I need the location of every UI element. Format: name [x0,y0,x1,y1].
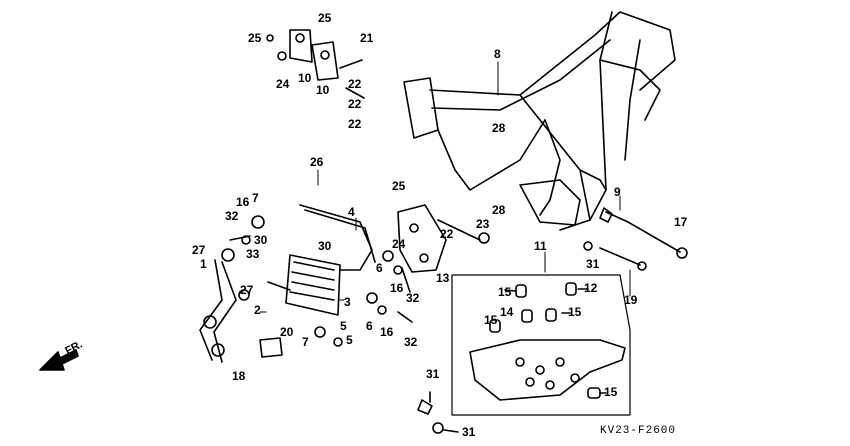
main-frame [403,11,676,231]
part-callout-11: 11 [534,239,547,253]
part-callout-20: 20 [280,325,294,339]
part-callout-9: 9 [614,185,621,199]
part-callout-16: 16 [236,195,250,209]
part-callout-14: 14 [500,305,514,319]
part-callout-3: 3 [344,295,351,309]
part-callout-22: 22 [348,117,362,131]
part-callout-22: 22 [348,97,362,111]
part-callout-13: 13 [436,271,450,285]
leader-lines [259,61,631,313]
part-callout-33: 33 [246,247,260,261]
part-callout-22: 22 [348,77,362,91]
part-callout-12: 12 [584,281,598,295]
part-callout-5: 5 [340,319,347,333]
part-callout-21: 21 [360,31,374,45]
part-callout-24: 24 [276,77,290,91]
part-callout-15: 15 [604,385,618,399]
part-callout-16: 16 [380,325,394,339]
part-callout-19: 19 [624,293,638,307]
part-callout-15: 15 [568,305,582,319]
part-callout-25: 25 [248,31,262,45]
engine-hangers [366,204,490,323]
part-callout-30: 30 [254,233,268,247]
part-callout-30: 30 [318,239,332,253]
part-callout-1: 1 [200,257,207,271]
part-callout-10: 10 [298,71,312,85]
part-callout-18: 18 [232,369,246,383]
oil-cooler-assembly [199,204,376,363]
part-callout-7: 7 [302,335,309,349]
part-callout-31: 31 [462,425,476,439]
part-callout-15: 15 [484,313,498,327]
part-callout-6: 6 [376,261,383,275]
part-callout-16: 16 [390,281,404,295]
part-callout-15: 15 [498,285,512,299]
front-direction-arrow [39,349,79,371]
part-callout-24: 24 [392,237,406,251]
part-callout-22: 22 [440,227,454,241]
part-callout-31: 31 [426,367,440,381]
part-callout-10: 10 [316,83,330,97]
part-callout-25: 25 [392,179,406,193]
part-callout-7: 7 [252,191,259,205]
part-callout-27: 27 [192,243,206,257]
part-callout-28: 28 [492,203,506,217]
part-callout-2: 2 [254,303,261,317]
upper-brackets [266,29,365,99]
part-callout-32: 32 [406,291,420,305]
part-callout-23: 23 [476,217,490,231]
part-callout-27: 27 [240,283,254,297]
part-callout-5: 5 [346,333,353,347]
drawing-code: KV23-F2600 [600,425,677,437]
part-callout-31: 31 [586,257,600,271]
part-callout-17: 17 [674,215,688,229]
part-callout-6: 6 [366,319,373,333]
part-callout-28: 28 [492,121,506,135]
part-callout-4: 4 [348,205,355,219]
part-callout-26: 26 [310,155,324,169]
part-callout-8: 8 [494,47,501,61]
bottom-bolts [417,391,459,434]
part-callout-32: 32 [225,209,239,223]
skid-plate-box [451,274,631,416]
part-callout-32: 32 [404,335,418,349]
part-callout-25: 25 [318,11,332,25]
pivot-bolt [583,207,688,271]
